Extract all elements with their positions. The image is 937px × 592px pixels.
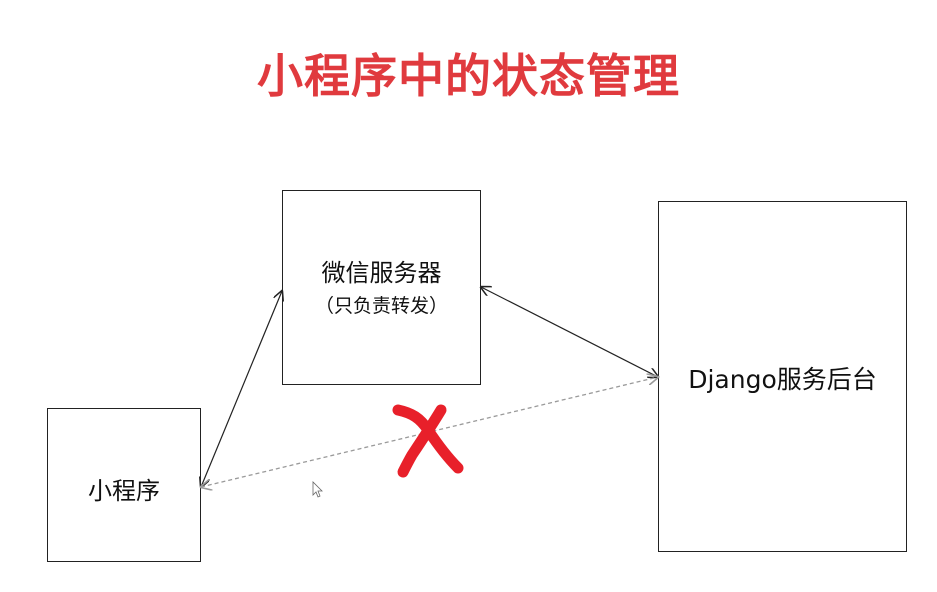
miniprogram-label: 小程序 (88, 477, 160, 505)
django-backend-label: Django服务后台 (688, 365, 877, 394)
django-backend-node: Django服务后台 (658, 201, 907, 552)
wechat-server-sublabel: （只负责转发） (314, 295, 448, 317)
edge-miniprogram-django-blocked (201, 377, 658, 487)
page-title: 小程序中的状态管理 (257, 49, 680, 103)
mouse-cursor-icon (312, 481, 323, 498)
wechat-server-label: 微信服务器 (321, 259, 442, 287)
edge-wechat-django (481, 287, 658, 377)
blocked-cross-icon (392, 404, 464, 478)
miniprogram-node: 小程序 (47, 408, 201, 562)
wechat-server-node: 微信服务器 （只负责转发） (282, 190, 481, 385)
edge-miniprogram-wechat (201, 291, 282, 487)
